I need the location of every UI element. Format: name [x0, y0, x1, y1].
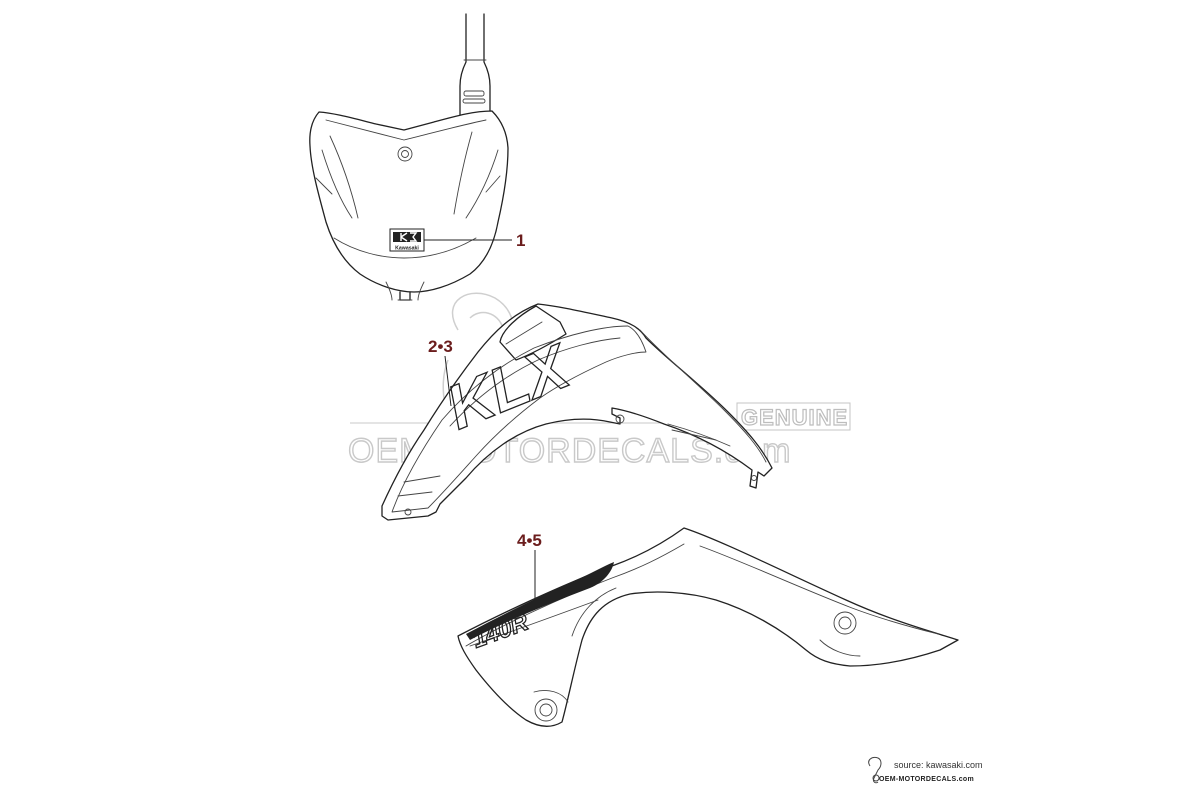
- source-credit: source: kawasaki.com OEM-MOTORDECALS.com: [868, 757, 983, 784]
- credit-site-text: OEM-MOTORDECALS.com: [879, 776, 974, 783]
- grommet-icon: [534, 698, 558, 722]
- grommet-icon: [833, 611, 857, 635]
- callout-1-label: 1: [516, 231, 525, 250]
- callout-4-5-label: 4•5: [517, 531, 542, 550]
- watermark-genuine-text: GENUINE: [741, 405, 848, 430]
- callout-1: 1: [424, 231, 525, 250]
- kawasaki-emblem-decal: Kawasaki: [389, 228, 425, 252]
- callout-4-5: 4•5: [517, 531, 542, 600]
- callout-2-3-label: 2•3: [428, 337, 453, 356]
- side-cover: 140R: [457, 527, 959, 727]
- emblem-text: Kawasaki: [395, 246, 419, 252]
- credit-logo-icon: [868, 757, 882, 784]
- number-plate: Kawasaki: [309, 13, 509, 301]
- kawasaki-river-mark-icon: [400, 232, 418, 242]
- callout-2-3: 2•3: [428, 337, 453, 407]
- credit-source-text: source: kawasaki.com: [894, 760, 983, 770]
